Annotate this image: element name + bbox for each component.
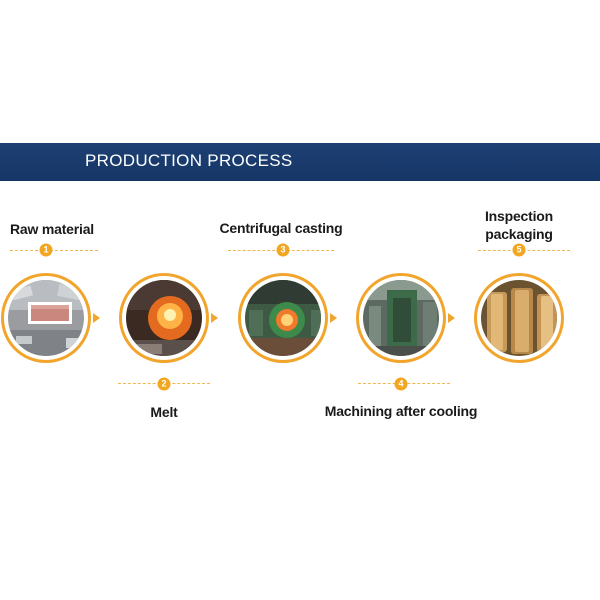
step-1-dash (10, 250, 98, 251)
step-5-label-line1: Inspection (484, 208, 554, 224)
melt-photo (126, 280, 202, 356)
arrow-4-to-5 (448, 313, 455, 323)
step-1-label: Raw material (10, 221, 94, 237)
step-5-circle (474, 273, 564, 363)
machining-photo (363, 280, 439, 356)
arrow-3-to-4 (330, 313, 337, 323)
step-5-label-line2: packaging (485, 226, 553, 242)
step-3-label: Centrifugal casting (219, 220, 343, 236)
step-4-circle (356, 273, 446, 363)
step-2-circle (119, 273, 209, 363)
arrow-1-to-2 (93, 313, 100, 323)
step-2-badge: 2 (157, 377, 171, 391)
step-5-badge: 5 (512, 243, 526, 257)
step-5-label: Inspection packaging (485, 207, 553, 243)
step-1-circle (1, 273, 91, 363)
arrow-2-to-3 (211, 313, 218, 323)
page-title: PRODUCTION PROCESS (85, 151, 293, 170)
step-3-badge: 3 (276, 243, 290, 257)
step-1-badge: 1 (39, 243, 53, 257)
step-3-circle (238, 273, 328, 363)
raw-material-photo (8, 280, 84, 356)
centrifugal-casting-photo (245, 280, 321, 356)
step-2-label: Melt (150, 404, 178, 420)
step-4-badge: 4 (394, 377, 408, 391)
header-banner: PRODUCTION PROCESS (0, 143, 600, 181)
step-4-label: Machining after cooling (324, 403, 478, 419)
inspection-packaging-photo (481, 280, 557, 356)
